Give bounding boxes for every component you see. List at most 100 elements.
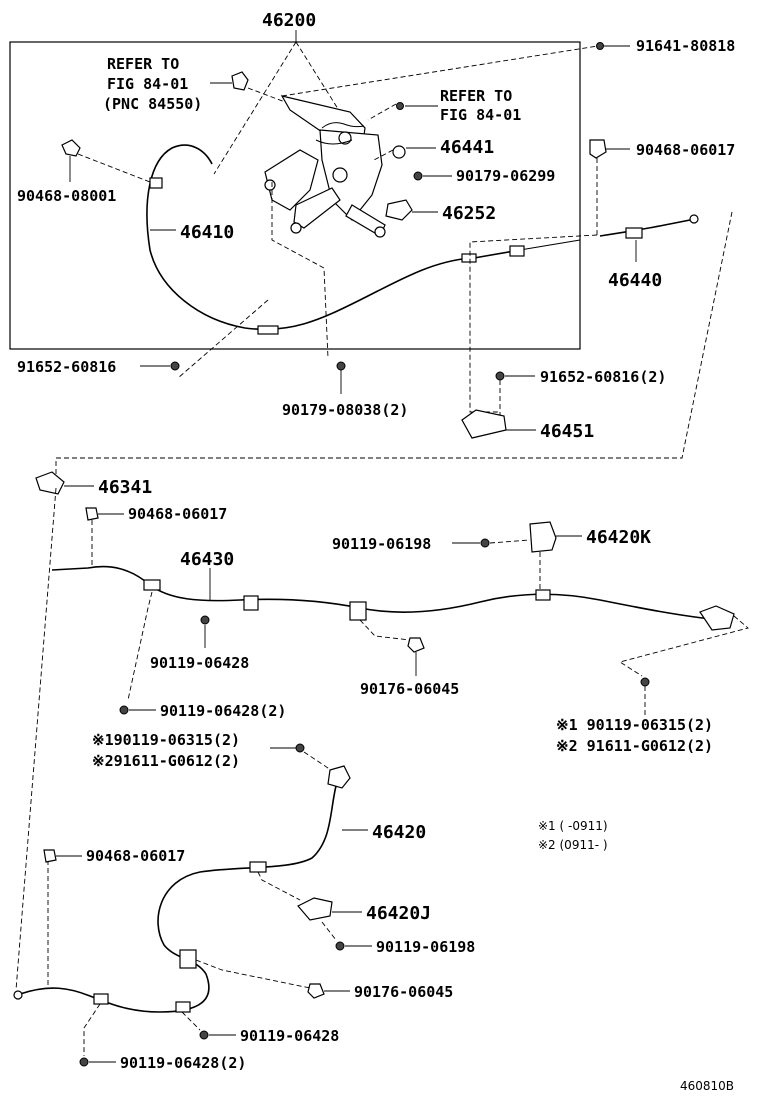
bracket-46420K	[529, 521, 557, 553]
cable-46410	[146, 144, 471, 331]
bolt-90119-06198-top	[480, 538, 490, 548]
bolt-91652-60816	[170, 361, 180, 371]
cable-46430-bracket-b	[349, 601, 367, 621]
cable-46420-sleeve	[249, 861, 267, 873]
label-90468-06017-mid: 90468-06017	[128, 505, 227, 523]
leader-46200-right	[295, 41, 346, 121]
leader-46430-end-dash	[618, 615, 749, 677]
leader-90176-06045-b-dash	[195, 959, 311, 989]
label-90119-06198-low: 90119-06198	[376, 938, 475, 956]
cable-46430-grommet-a	[143, 579, 161, 591]
clip-90176-06045-b	[307, 983, 325, 999]
label-46410: 46410	[180, 222, 234, 243]
bracket-46451	[461, 409, 507, 439]
label-91652-60816: 91652-60816	[17, 358, 116, 376]
nut-90179-08038	[336, 361, 346, 371]
cable-46440-sleeve	[625, 227, 643, 239]
leader-90119-06198-low-dash	[321, 921, 337, 941]
bolt-90119-06198-low	[335, 941, 345, 951]
label-46420J: 46420J	[366, 903, 431, 924]
label-l-90119-06315: ※190119-06315(2)	[92, 731, 240, 749]
cable-46420-end-top	[327, 765, 351, 789]
clip-90468-06017-low	[43, 849, 57, 863]
leader-90119-06428-2-a-dash	[127, 591, 153, 701]
label-46451: 46451	[540, 421, 594, 442]
label-46200: 46200	[262, 10, 316, 31]
label-90179-08038-2: 90179-08038(2)	[282, 401, 408, 419]
cable-46430-sleeve	[535, 589, 551, 601]
cable-46430-end	[699, 605, 735, 631]
leader-assembly-91641	[281, 45, 599, 97]
cable-46440	[599, 219, 691, 237]
label-90119-06198-top: 90119-06198	[332, 535, 431, 553]
cable-46430	[51, 565, 721, 621]
bolt-90119-06428-2-a	[119, 705, 129, 715]
cable-46420-end	[13, 990, 23, 1000]
bracket-46420J	[297, 897, 333, 921]
label-46252: 46252	[442, 203, 496, 224]
bolt-91641-80818	[596, 42, 604, 50]
clip-90468-06017-top	[589, 139, 607, 159]
label-46420K: 46420K	[586, 527, 651, 548]
leader-90179-08038-dash	[271, 182, 329, 359]
label-90119-06428-2-b: 90119-06428(2)	[120, 1054, 246, 1072]
leader-refer-a-dash	[247, 87, 286, 103]
equalizer-body	[509, 245, 525, 257]
nut-90179-06299	[413, 171, 423, 181]
bolt-90119-06315-right	[640, 677, 650, 687]
label-90468-08001: 90468-08001	[17, 187, 116, 205]
cable-46410-grommet	[149, 177, 163, 189]
figure-id: 460810B	[680, 1079, 734, 1093]
leader-90119-06428-2-b-dash	[83, 1003, 101, 1056]
clip-90176-06045-a	[407, 637, 425, 653]
bracket-46341	[35, 471, 65, 495]
label-l-91611-G0612: ※291611-G0612(2)	[92, 752, 240, 770]
clip-90468-06017-mid	[85, 507, 99, 521]
label-46420: 46420	[372, 822, 426, 843]
legend-note1: ※1 ( -0911)	[538, 819, 608, 833]
refer-fig-a-line1: REFER TO	[107, 55, 179, 73]
leader-left-long-dash	[15, 487, 57, 991]
label-90176-06045-a: 90176-06045	[360, 680, 459, 698]
leader-46420J-dash	[257, 871, 301, 901]
cable-46420-grommet	[175, 1001, 191, 1013]
leader-91652-left-dash	[177, 299, 269, 379]
bolt-90119-06428-2-b	[79, 1057, 89, 1067]
label-91652-60816-2: 91652-60816(2)	[540, 368, 666, 386]
refer-fig-a-line3: (PNC 84550)	[103, 95, 202, 113]
leader-46200-left	[213, 41, 297, 175]
cable-46410-bracket	[257, 325, 279, 335]
refer-fig-a-line2: FIG 84-01	[107, 75, 188, 93]
cable-46420-bracket	[179, 949, 197, 969]
label-46341: 46341	[98, 477, 152, 498]
refer-fig-b-line2: FIG 84-01	[440, 106, 521, 124]
label-90119-06428-2-a: 90119-06428(2)	[160, 702, 286, 720]
cable-46420	[19, 785, 337, 1013]
pedal-assembly-46200	[264, 95, 386, 238]
leader-46440-long-dash	[55, 211, 733, 480]
leader-90119-06198-top-dash	[489, 539, 531, 544]
label-90119-06428-b: 90119-06428	[240, 1027, 339, 1045]
clip-refer-a	[231, 71, 249, 91]
label-90176-06045-b: 90176-06045	[354, 983, 453, 1001]
assembly-46200-box	[9, 41, 581, 350]
leader-90176-06045-a-dash	[359, 619, 411, 641]
bolt-90119-06315-left	[295, 743, 305, 753]
bolt-refer-b	[396, 102, 404, 110]
bolt-90119-06428-a	[200, 615, 210, 625]
label-r-91611-G0612: ※2 91611-G0612(2)	[556, 737, 713, 755]
label-46440: 46440	[608, 270, 662, 291]
part-46252	[385, 199, 413, 221]
bolt-91652-60816-2	[495, 371, 505, 381]
cable-rod	[519, 239, 581, 251]
leader-90468-08001-dash	[77, 153, 151, 183]
leader-90119-06428-b-dash	[181, 1011, 201, 1031]
bolt-90119-06428-b	[199, 1030, 209, 1040]
label-r-90119-06315: ※1 90119-06315(2)	[556, 716, 713, 734]
cable-46420-clamp	[93, 993, 109, 1005]
leader-refer-b-dash	[367, 103, 397, 121]
label-91641-80818: 91641-80818	[636, 37, 735, 55]
refer-fig-b-line1: REFER TO	[440, 87, 512, 105]
